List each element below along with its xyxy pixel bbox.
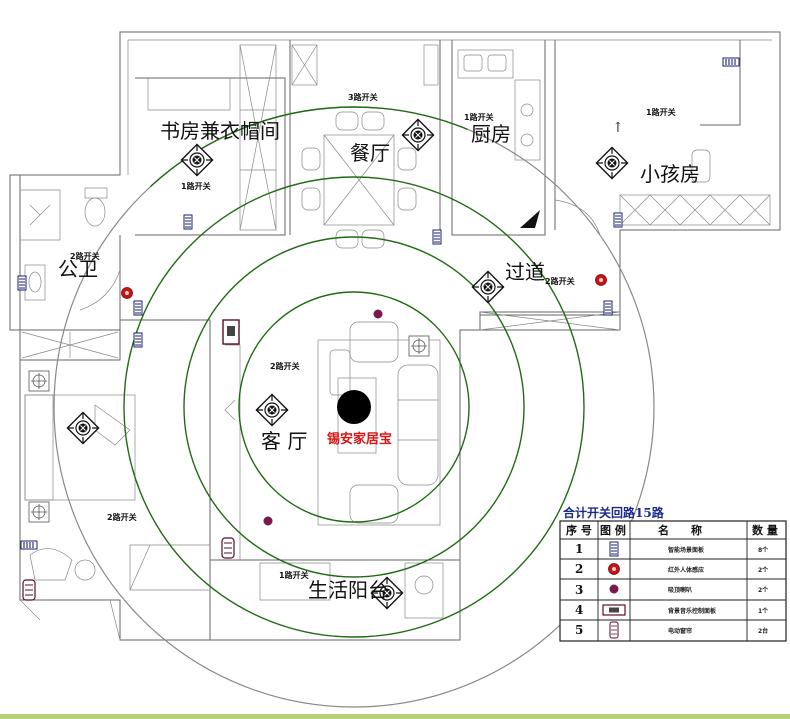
light-fixture-icon xyxy=(66,411,100,445)
room-labels: 书房兼衣帽间 餐厅 厨房 小孩房 公卫 过道 客 厅 生活阳台 xyxy=(58,119,700,602)
switch-label: 1路开关 xyxy=(464,112,494,122)
curtain-motor-icon xyxy=(221,537,235,559)
ceiling-light-icon xyxy=(28,370,50,392)
switch-label: 2路开关 xyxy=(107,512,137,522)
ir-sensor-icon xyxy=(608,563,620,575)
light-fixture-icon xyxy=(595,146,629,180)
ring-inner xyxy=(238,291,470,523)
legend-header-name: 名 称 xyxy=(658,523,702,537)
switch-label: 3路开关 xyxy=(348,92,378,102)
switch-label: 2路开关 xyxy=(70,251,100,261)
legend-row-name: 智能场景面板 xyxy=(668,546,705,554)
switch-panel-icon xyxy=(603,300,613,316)
switch-panel-icon xyxy=(20,540,38,550)
light-fixture-icon xyxy=(471,270,505,304)
ceiling-light-icon xyxy=(28,501,50,523)
legend-row-no: 4 xyxy=(575,603,583,617)
switch-panel-icon xyxy=(133,332,143,348)
switch-label: 1路开关 xyxy=(279,570,309,580)
legend-row-qty: 8个 xyxy=(758,546,769,554)
room-label-balcony: 生活阳台 xyxy=(308,578,388,602)
legend-row-name: 红外人体感应 xyxy=(668,566,704,574)
switch-panel-icon xyxy=(183,214,193,230)
music-panel-icon xyxy=(602,604,626,616)
switch-label: 1路开关 xyxy=(646,107,676,117)
legend-row-name: 背景音乐控制面板 xyxy=(668,607,717,615)
legend-row-qty: 2台 xyxy=(758,627,768,635)
legend-row-no: 3 xyxy=(575,583,583,597)
switch-panel-icon xyxy=(17,275,27,291)
room-label-study: 书房兼衣帽间 xyxy=(160,119,280,143)
svg-text:↑: ↑ xyxy=(612,120,624,136)
switch-label: 2路开关 xyxy=(545,276,575,286)
room-label-living: 客 厅 xyxy=(261,429,307,453)
switch-labels: 3路开关 1路开关 1路开关 1路开关 2路开关 2路开关 2路开关 2路开关 … xyxy=(70,92,676,580)
legend-header-no: 序 号 xyxy=(566,523,592,537)
switch-panel-icon xyxy=(613,212,623,228)
light-fixture-icon xyxy=(401,118,435,152)
legend-row-name: 吸顶喇叭 xyxy=(668,586,692,594)
central-hub-icon xyxy=(337,390,371,424)
devices xyxy=(17,57,740,610)
ring-third xyxy=(123,176,585,638)
legend-row-qty: 2个 xyxy=(758,566,769,574)
room-label-child: 小孩房 xyxy=(640,162,700,186)
legend-row-no: 5 xyxy=(575,623,583,637)
ring-outer xyxy=(53,106,655,708)
legend-table: 合计开关回路15路 序 号 图 例 名 称 数 量 1 2 3 4 5 智能场景… xyxy=(559,505,787,642)
switch-label: 1路开关 xyxy=(181,181,211,191)
ring-second xyxy=(183,236,525,578)
switch-label: 2路开关 xyxy=(270,361,300,371)
switch-panel-icon xyxy=(432,229,442,245)
ir-sensor-icon xyxy=(595,274,607,286)
walls: ↑ xyxy=(9,31,781,641)
coverage-rings xyxy=(53,106,655,708)
ceiling-speaker-icon xyxy=(373,309,383,319)
room-label-dining: 餐厅 xyxy=(350,141,390,165)
switch-panel-icon xyxy=(609,541,619,557)
light-fixture-icon xyxy=(255,393,289,427)
switch-panel-icon xyxy=(133,300,143,316)
legend-row-qty: 1个 xyxy=(758,607,769,615)
room-label-corridor: 过道 xyxy=(505,260,545,284)
bottom-strip xyxy=(0,714,790,719)
light-fixture-icon xyxy=(180,143,214,177)
ceiling-speaker-icon xyxy=(609,584,619,594)
legend-header-symbol: 图 例 xyxy=(600,523,626,537)
switch-panel-icon xyxy=(722,57,740,67)
legend-row-no: 2 xyxy=(575,562,583,576)
curtain-motor-icon xyxy=(609,621,619,639)
ceiling-speaker-icon xyxy=(263,516,273,526)
music-panel-icon xyxy=(222,319,240,345)
legend-title: 合计开关回路15路 xyxy=(563,505,665,520)
brand-label: 锡安家居宝 xyxy=(327,431,392,447)
legend-row-name: 电动窗帘 xyxy=(668,627,692,635)
legend-header-qty: 数 量 xyxy=(752,523,778,537)
room-label-toilet: 公卫 xyxy=(58,257,98,281)
ceiling-light-icon xyxy=(408,335,430,357)
curtain-motor-icon xyxy=(22,579,36,601)
ir-sensor-icon xyxy=(121,287,133,299)
legend-row-no: 1 xyxy=(575,542,583,556)
legend-row-qty: 2个 xyxy=(758,586,769,594)
room-label-kitchen: 厨房 xyxy=(471,122,511,146)
